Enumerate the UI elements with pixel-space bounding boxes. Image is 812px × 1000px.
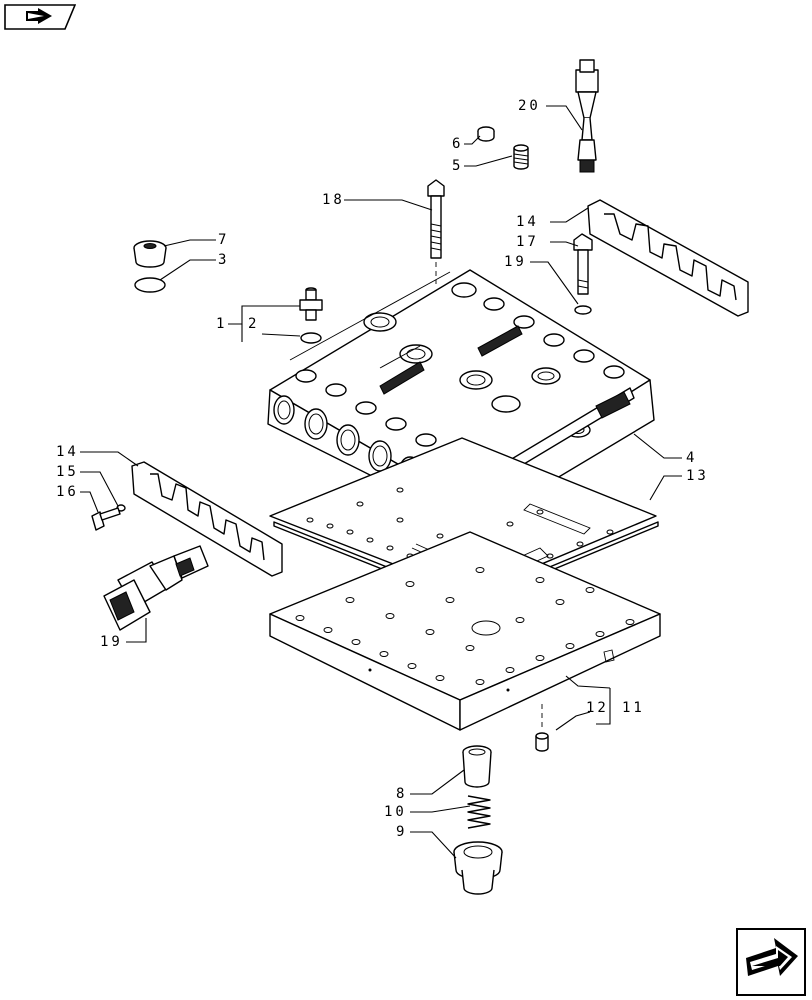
callout-9[interactable]: 9: [396, 824, 407, 840]
leader-lines: [80, 105, 682, 859]
forward-arrow-icon: [746, 938, 798, 976]
callout-20[interactable]: 19: [100, 634, 123, 650]
main-plate-part: [269, 531, 661, 731]
washer-part: [574, 305, 592, 315]
bolt-part: [573, 233, 593, 295]
threaded-plug-part: [453, 841, 503, 895]
small-screw-part: [91, 507, 121, 531]
callout-7[interactable]: 7: [218, 232, 229, 248]
callout-13[interactable]: 13: [686, 468, 709, 484]
callout-labels: 20 6 5 18 14 17 19 7 3 1 2 4 13 14 15 16…: [56, 98, 709, 840]
back-arrow-icon: [26, 8, 52, 24]
callout-16[interactable]: 16: [56, 484, 79, 500]
callout-21[interactable]: 20: [518, 98, 541, 114]
callout-18[interactable]: 18: [322, 192, 345, 208]
callout-14-left[interactable]: 14: [56, 444, 79, 460]
previous-page-button[interactable]: [4, 4, 77, 30]
connector-part: [575, 59, 599, 173]
o-ring-part: [134, 277, 166, 293]
callout-4[interactable]: 4: [686, 450, 697, 466]
gasket-strip-top-part: [587, 199, 749, 317]
callout-2[interactable]: 2: [248, 316, 259, 332]
callout-12[interactable]: 12: [586, 700, 609, 716]
fitting-part: [299, 287, 323, 321]
callout-17[interactable]: 17: [516, 234, 539, 250]
next-page-button[interactable]: [736, 928, 806, 996]
spring-part: [467, 795, 491, 829]
callout-14-top[interactable]: 14: [516, 214, 539, 230]
callout-15[interactable]: 15: [56, 464, 79, 480]
callout-1[interactable]: 1: [216, 316, 227, 332]
callout-6[interactable]: 6: [452, 136, 463, 152]
gasket-strip-left-part: [131, 461, 283, 577]
callout-3[interactable]: 3: [218, 252, 229, 268]
sleeve-part: [462, 745, 492, 788]
plug-part: [133, 240, 167, 268]
callout-10[interactable]: 10: [384, 804, 407, 820]
callout-5[interactable]: 5: [452, 158, 463, 174]
plug-pin-part: [535, 704, 549, 752]
cap-part: [477, 126, 495, 142]
small-o-ring-part: [300, 332, 322, 344]
long-bolt-part: [427, 179, 445, 284]
callout-8[interactable]: 8: [396, 786, 407, 802]
set-screw-part: [513, 144, 529, 170]
callout-19[interactable]: 19: [504, 254, 527, 270]
solenoid-valve-part: [103, 545, 209, 631]
callout-11[interactable]: 11: [622, 700, 645, 716]
